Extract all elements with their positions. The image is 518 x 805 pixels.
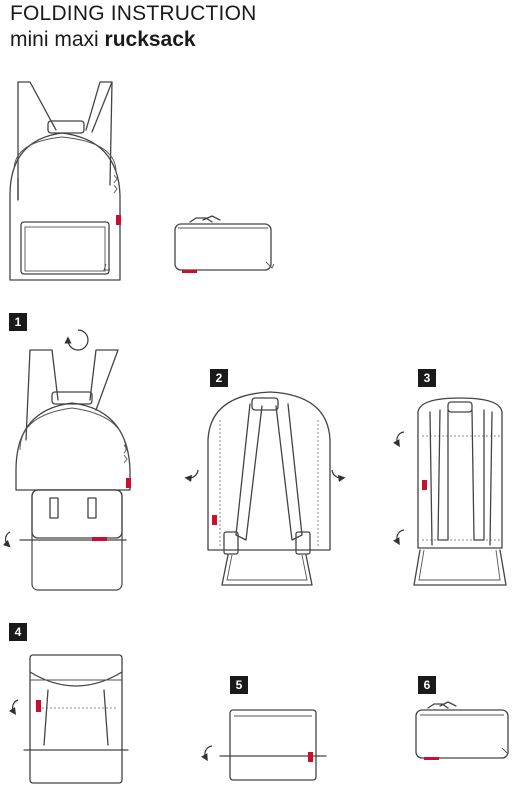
subtitle-product-line: mini maxi (10, 28, 105, 51)
page-title: FOLDING INSTRUCTION (10, 2, 257, 25)
step-5-badge: 5 (230, 676, 248, 694)
step-6-badge: 6 (418, 676, 436, 694)
step-3-badge: 3 (418, 369, 436, 387)
page-subtitle: mini maxi rucksack (10, 28, 196, 52)
step-2-badge: 2 (210, 369, 228, 387)
step-6-illustration (415, 701, 509, 760)
step-2-illustration (184, 391, 346, 586)
subtitle-product-name: rucksack (104, 28, 196, 51)
rucksack-unfolded-illustration (9, 81, 121, 281)
step-4-badge: 4 (9, 623, 27, 641)
step-3-illustration (393, 397, 507, 586)
step-1-badge: 1 (9, 313, 27, 331)
packed-pouch-illustration (174, 215, 275, 273)
step-4-illustration (9, 654, 129, 784)
step-5-illustration (201, 709, 327, 781)
step-1-illustration (2, 329, 131, 591)
